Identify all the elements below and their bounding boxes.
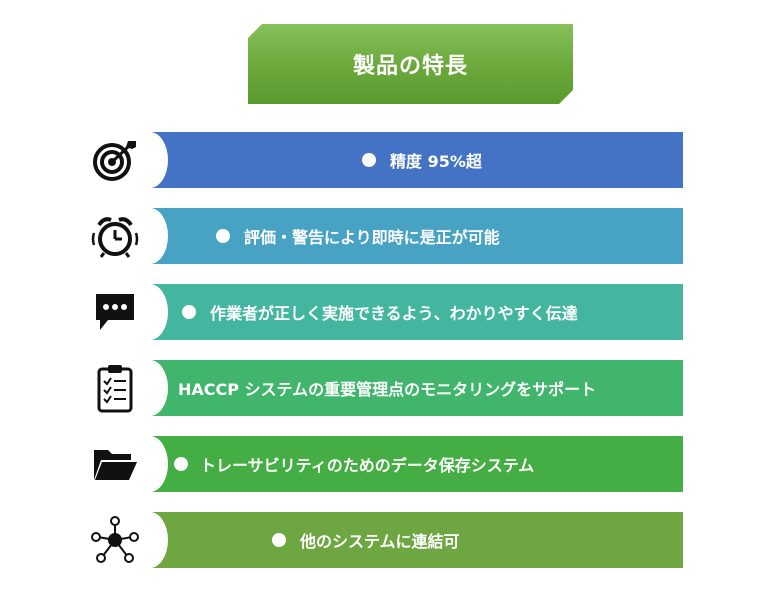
folder-icon [90, 439, 140, 489]
bullet [182, 305, 196, 319]
bullet [362, 153, 376, 167]
feature-band [138, 284, 683, 340]
bullet [152, 381, 166, 395]
feature-row-communication: 作業者が正しく実施できるよう、わかりやすく伝達 [90, 284, 683, 340]
feature-text: 精度 95%超 [390, 152, 482, 171]
alarm-clock-icon [90, 211, 140, 261]
title-banner: 製品の特長 [248, 24, 573, 104]
feature-row-alert: 評価・警告により即時に是正が可能 [90, 208, 683, 264]
feature-text: トレーサビリティのためのデータ保存システム [200, 456, 535, 475]
feature-row-haccp: HACCP システムの重要管理点のモニタリングをサポート [90, 360, 683, 416]
bullet [272, 533, 286, 547]
page-title: 製品の特長 [352, 54, 468, 79]
feature-text: 作業者が正しく実施できるよう、わかりやすく伝達 [210, 304, 578, 323]
feature-text: 他のシステムに連結可 [300, 532, 460, 551]
feature-band [138, 436, 683, 492]
bullet [216, 229, 230, 243]
feature-text: 評価・警告により即時に是正が可能 [244, 228, 500, 247]
feature-band [138, 132, 683, 188]
feature-band [138, 360, 683, 416]
feature-row-integration: 他のシステムに連結可 [90, 512, 683, 568]
target-icon [90, 135, 140, 185]
network-icon [90, 515, 140, 565]
bullet [174, 457, 188, 471]
feature-band [138, 512, 683, 568]
speech-bubble-icon [90, 287, 140, 337]
feature-row-traceability: トレーサビリティのためのデータ保存システム [90, 436, 683, 492]
feature-text: HACCP システムの重要管理点のモニタリングをサポート [178, 380, 597, 399]
feature-row-accuracy: 精度 95%超 [90, 132, 683, 188]
clipboard-checklist-icon [90, 363, 140, 413]
